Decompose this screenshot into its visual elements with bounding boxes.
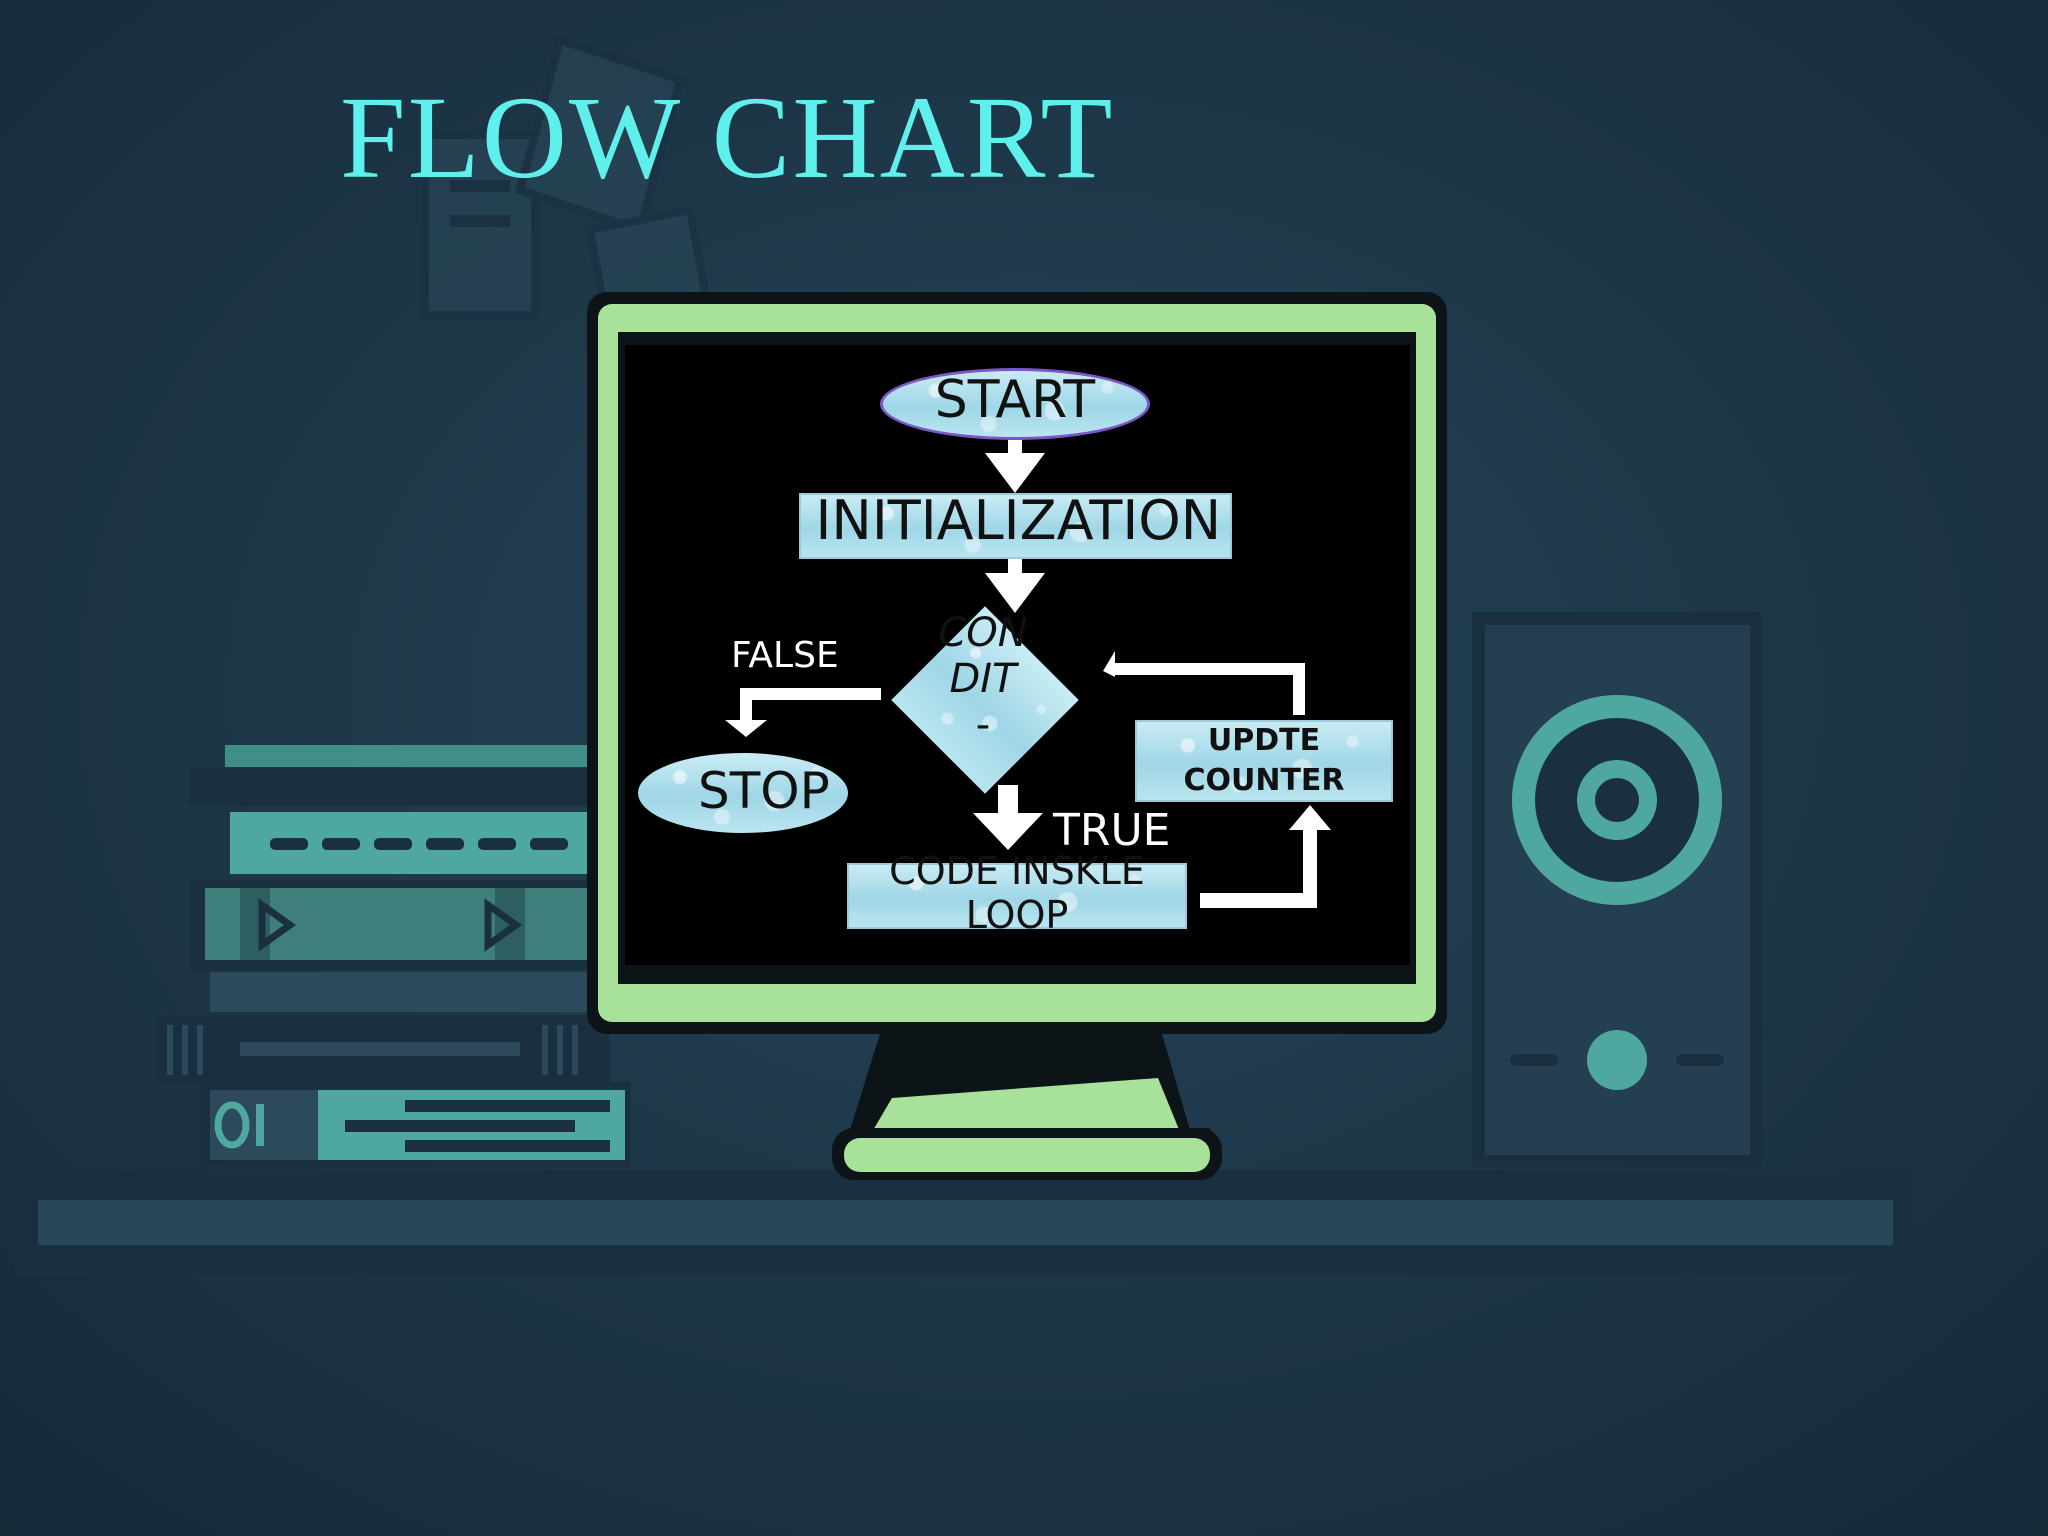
code-inside-loop-label: CODE INSKLE LOOP (889, 849, 1145, 937)
arrow-start-to-init (985, 440, 1045, 493)
stop-label: STOP (698, 762, 830, 820)
speaker (1472, 612, 1762, 1167)
false-branch-label: FALSE (731, 635, 839, 676)
book-stack (155, 745, 630, 1167)
true-branch-label: TRUE (1053, 805, 1171, 856)
arrow-condition-to-stop (725, 688, 881, 737)
flowchart-start-node: START (880, 368, 1150, 440)
condition-line: CON (938, 610, 1028, 656)
condition-label: CON DIT - (903, 610, 1063, 748)
condition-line: - (975, 702, 991, 748)
flowchart-connectors (725, 440, 1331, 908)
flowchart-code-inside-loop-node: CODE INSKLE LOOP (847, 849, 1187, 937)
flowchart-stop-node: STOP (638, 753, 848, 833)
condition-line: DIT (949, 656, 1017, 702)
arrow-code-to-update (1200, 805, 1331, 908)
desk-shelf (15, 1170, 1915, 1275)
update-counter-label: UPDTE COUNTER (1183, 723, 1345, 798)
arrow-update-to-condition (1103, 651, 1305, 715)
arrow-init-to-condition (985, 559, 1045, 613)
monitor-screen: START INITIALIZATION CON DIT - STOP UPDT… (625, 345, 1410, 965)
slide-title: FLOW CHART (340, 72, 1115, 203)
arrow-condition-to-code (973, 785, 1043, 850)
initialization-label: INITIALIZATION (815, 489, 1222, 552)
flowchart-initialization-node: INITIALIZATION (799, 493, 1232, 559)
start-label: START (934, 370, 1096, 430)
flowchart-update-counter-node: UPDTE COUNTER (1135, 720, 1393, 802)
